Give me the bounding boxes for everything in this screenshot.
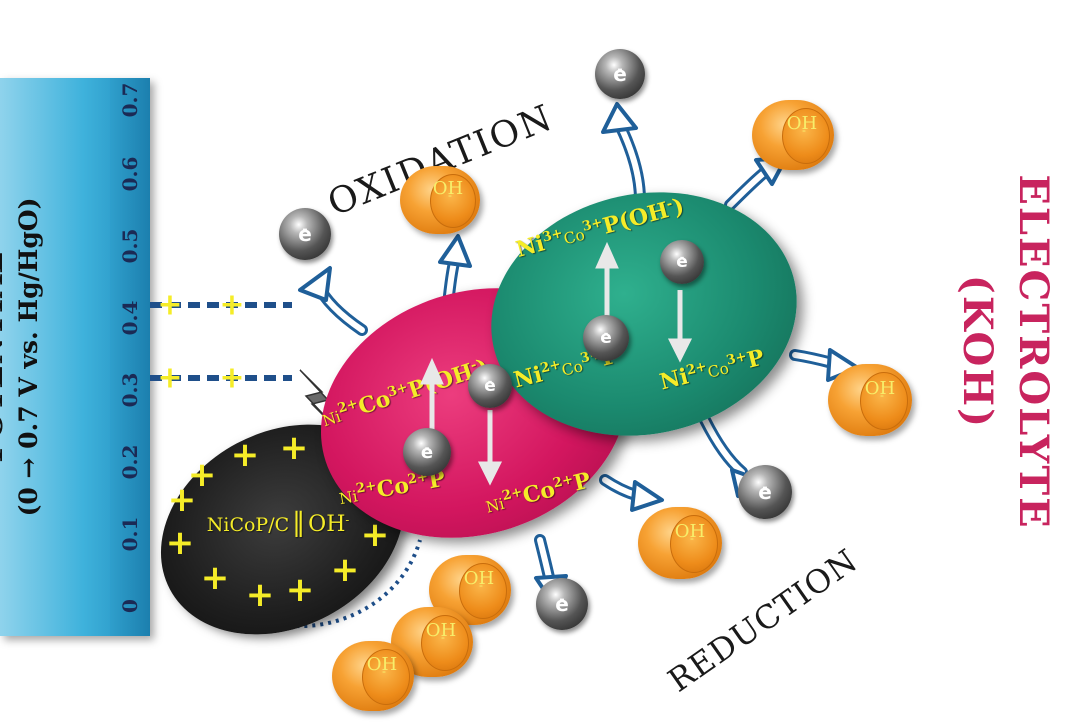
arrowhead-oxidation-top <box>601 102 638 134</box>
plus-sign: + <box>200 558 230 598</box>
arrow-down-red <box>477 461 503 486</box>
plus-marker: + <box>157 360 183 396</box>
electron-charge: - <box>603 327 609 341</box>
plus-sign: + <box>230 435 260 475</box>
electron-sphere: e- <box>583 315 629 361</box>
electrode-label: NiCoP/C‖OH- <box>207 508 350 538</box>
plus-marker: + <box>219 360 245 396</box>
potential-bar-edge <box>110 78 150 636</box>
electron-charge: - <box>302 222 308 238</box>
hydroxide-label: OH <box>864 378 896 399</box>
electron-label: e <box>484 376 496 396</box>
electron-label: e <box>600 328 612 348</box>
electron-sphere: e- <box>536 578 588 630</box>
electron-charge: - <box>617 62 623 78</box>
hydroxide-ion: OH- <box>400 166 480 234</box>
hydroxide-label: OH <box>366 654 398 675</box>
hydroxide-charge: - <box>690 531 694 546</box>
hydroxide-charge: - <box>448 188 452 203</box>
electrode-hydroxide-charge: - <box>345 512 350 527</box>
arrow-down-green <box>667 338 693 363</box>
hydroxide-charge: - <box>479 578 483 593</box>
electron-charge: - <box>762 480 768 496</box>
plus-sign: + <box>330 550 360 590</box>
hydroxide-charge: - <box>441 630 445 645</box>
hydroxide-label: OH <box>432 178 464 199</box>
arrowhead-hydroxide-bottom <box>630 480 664 512</box>
hydroxide-label: OH <box>786 113 818 134</box>
hydroxide-charge: - <box>382 664 386 679</box>
plus-sign: + <box>165 523 195 563</box>
arrowhead-oxidation-mid <box>438 234 472 268</box>
interface-separator: ‖ <box>292 508 306 538</box>
electron-label: e <box>676 252 688 272</box>
arrow-up-green <box>595 241 619 269</box>
electron-label: e <box>613 62 627 86</box>
electron-sphere: e- <box>660 240 704 284</box>
electron-label: e <box>758 480 772 504</box>
plus-sign: + <box>187 455 217 495</box>
hydroxide-ion: OH- <box>332 641 414 711</box>
electron-charge: - <box>559 592 565 608</box>
plus-sign: + <box>245 575 275 615</box>
electrode-hydroxide: OH <box>308 512 346 537</box>
electron-sphere: e- <box>403 428 451 476</box>
electron-label: e <box>555 592 569 616</box>
electrode-outline <box>264 539 422 629</box>
plus-sign: + <box>167 480 197 520</box>
arrow-up-red <box>420 357 444 385</box>
electron-sphere: e- <box>279 208 331 260</box>
hydroxide-label: OH <box>463 568 495 589</box>
electron-charge: - <box>487 375 493 389</box>
electron-charge: - <box>424 440 430 455</box>
plus-sign: + <box>279 428 309 468</box>
electron-charge: - <box>679 251 685 265</box>
electron-sphere: e- <box>738 465 792 519</box>
hydroxide-charge: - <box>880 388 884 403</box>
hydroxide-ion: OH- <box>828 364 912 436</box>
hydroxide-label: OH <box>674 521 706 542</box>
electrode-material: NiCoP/C <box>206 514 290 536</box>
hydroxide-ion: OH- <box>638 507 722 579</box>
arrowhead-oxidation-left <box>298 266 332 302</box>
plus-sign: + <box>285 570 315 610</box>
electron-sphere: e- <box>468 364 512 408</box>
plus-marker: + <box>219 287 245 323</box>
hydroxide-charge: - <box>802 123 806 138</box>
hydroxide-label: OH <box>425 620 457 641</box>
electron-label: e <box>420 441 434 463</box>
hydroxide-ion: OH- <box>752 100 834 170</box>
plus-marker: + <box>157 287 183 323</box>
electron-sphere: e- <box>595 49 645 99</box>
electron-label: e <box>298 222 312 246</box>
